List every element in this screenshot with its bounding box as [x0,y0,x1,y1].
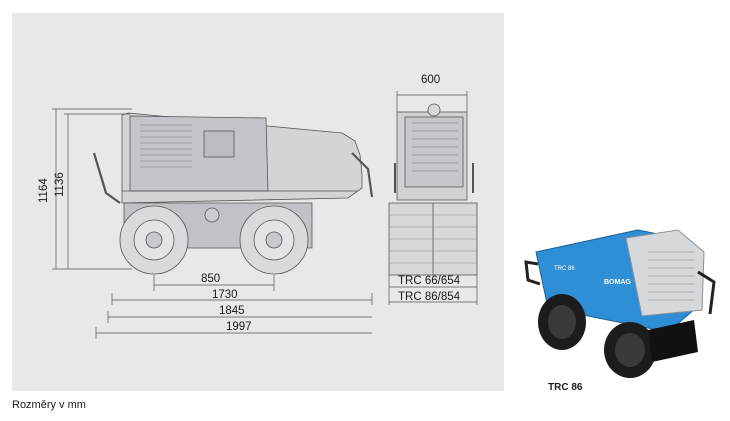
brand-mark: BOMAG [604,279,631,286]
product-photo: TRC 86 BOMAG [524,229,716,378]
dim-width: 600 [421,74,440,86]
dim-wheelbase: 850 [201,273,220,285]
rear-handle [351,152,374,198]
front-drum [119,205,189,275]
dim-length-1: 1730 [212,289,238,301]
front-view [388,103,478,276]
technical-drawing-panel: 1164 1136 600 850 1730 1845 1997 TRC 66/… [12,13,504,391]
dim-height-body: 1136 [54,172,66,197]
photo-caption: TRC 86 [548,382,583,393]
side-panel [203,130,235,158]
rear-drum [239,205,309,275]
dim-length-2: 1845 [219,305,245,317]
engine-hood [625,229,705,317]
engine-cover [129,115,269,192]
dim-length-3: 1997 [226,321,252,333]
dim-height-total: 1164 [38,178,50,203]
side-view [92,112,374,275]
model-row-1: TRC 66/654 [398,275,461,287]
front-drum-photo [538,294,586,350]
side-mark: TRC 86 [554,266,575,272]
model-row-2: TRC 86/854 [398,291,461,303]
dimension-drawing: 1164 1136 600 850 1730 1845 1997 TRC 66/… [38,74,478,339]
rear-drum-photo [604,322,656,378]
units-caption: Rozměry v mm [12,399,86,411]
tow-handle [92,152,121,204]
